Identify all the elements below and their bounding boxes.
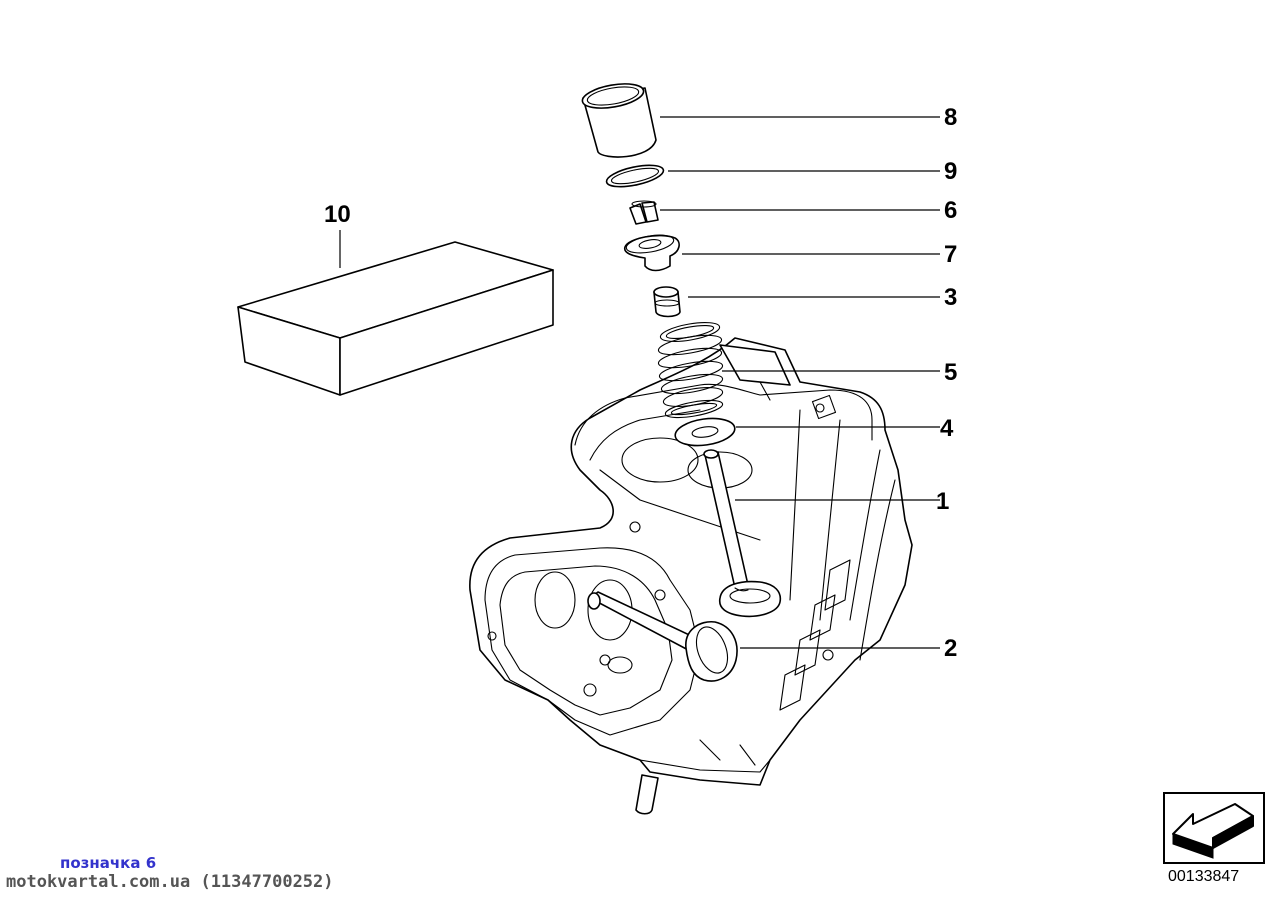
part-5-spring [657,322,724,419]
back-arrow-icon [1172,803,1254,859]
part-6-collets [629,200,659,225]
diagram-id: 00133847 [1168,868,1240,885]
callout-6: 6 [944,197,957,224]
part-4-washer [674,417,736,447]
part-10-box [237,230,554,396]
callout-8: 8 [944,104,957,131]
callout-2: 2 [944,635,957,662]
callout-3: 3 [944,284,957,311]
callout-4: 4 [940,415,954,442]
watermark-text: motokvartal.com.ua (11347700252) [6,872,334,892]
part-7-retainer [623,234,680,272]
part-1-valve [703,449,782,618]
callout-5: 5 [944,359,957,386]
leader-lines [660,116,940,649]
back-navigation-button[interactable] [1163,792,1265,864]
callout-9: 9 [944,158,957,185]
tag-label[interactable]: позначка 6 [60,854,157,872]
part-9-shim [605,164,665,188]
part-2-valve [587,591,738,682]
part-3-stem-seal [653,286,681,318]
cylinder-head [469,337,913,815]
callout-1: 1 [936,488,949,515]
part-8-tappet [581,83,657,158]
callout-7: 7 [944,241,957,268]
callout-10: 10 [324,201,351,228]
callout-numbers: 10 8 9 6 7 3 5 4 1 2 [324,104,957,662]
